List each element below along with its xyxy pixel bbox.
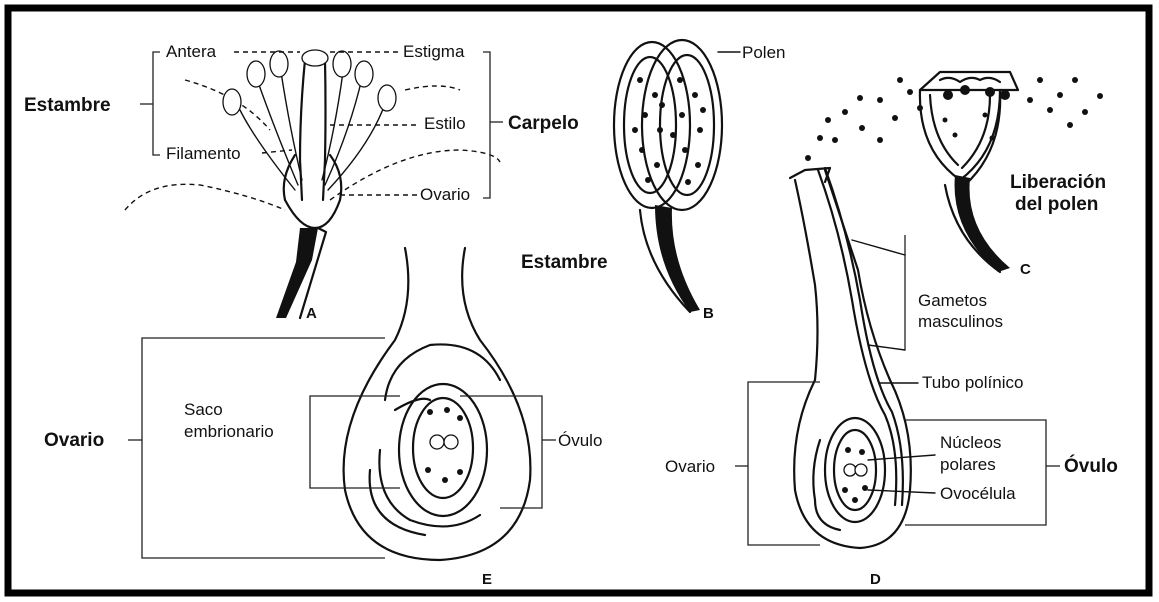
label-filamento: Filamento bbox=[166, 144, 241, 163]
embryo-sac-e bbox=[413, 398, 473, 498]
carpelo-bracket bbox=[483, 52, 490, 198]
anther-5 bbox=[355, 61, 373, 87]
panel-b-stamen: Polen Estambre B bbox=[521, 40, 785, 322]
stamen-filament bbox=[655, 205, 700, 312]
estambre-bracket bbox=[153, 52, 160, 155]
ovario-d-bracket bbox=[748, 382, 820, 545]
label-tubo-polinico: Tubo polínico bbox=[922, 373, 1023, 392]
label-ovulo-d: Óvulo bbox=[1064, 455, 1118, 477]
panel-a-flower: Antera Estigma Estambre Estilo Carpelo F… bbox=[24, 42, 579, 322]
label-gametos-1: Gametos bbox=[918, 291, 987, 310]
style-right bbox=[323, 60, 326, 200]
sepal-outline-left bbox=[125, 184, 285, 210]
anther-6 bbox=[378, 85, 396, 111]
anther-1 bbox=[223, 89, 241, 115]
label-estambre: Estambre bbox=[24, 95, 111, 116]
anther-3 bbox=[270, 51, 288, 77]
label-estambre-b: Estambre bbox=[521, 252, 608, 273]
label-antera: Antera bbox=[166, 42, 217, 61]
open-anther-outer bbox=[920, 90, 1000, 180]
panel-letter-c: C bbox=[1020, 261, 1031, 278]
label-estigma: Estigma bbox=[403, 42, 465, 61]
panel-letter-e: E bbox=[482, 571, 492, 588]
label-ovario-e: Ovario bbox=[44, 430, 104, 451]
pollen-sac-right bbox=[660, 55, 714, 195]
label-ovario-a: Ovario bbox=[420, 185, 470, 204]
filament-5 bbox=[325, 78, 362, 185]
ovario-e-bracket bbox=[142, 338, 385, 558]
label-liberacion-2: del polen bbox=[1015, 194, 1098, 215]
anther-4 bbox=[333, 51, 351, 77]
panel-letter-d: D bbox=[870, 571, 881, 588]
label-ovocelula: Ovocélula bbox=[940, 484, 1016, 503]
label-ovario-d: Ovario bbox=[665, 457, 715, 476]
filament-3 bbox=[281, 72, 302, 180]
stigma-shape bbox=[302, 50, 328, 66]
label-nucleos-1: Núcleos bbox=[940, 433, 1001, 452]
petal-outline-right bbox=[405, 86, 460, 90]
anther-2 bbox=[247, 61, 265, 87]
panel-e-ovary: Saco embrionario Ovario Óvulo E bbox=[44, 248, 602, 588]
label-carpelo: Carpelo bbox=[508, 113, 579, 134]
label-estilo: Estilo bbox=[424, 114, 466, 133]
anther-outer-right bbox=[642, 40, 722, 210]
label-saco-2: embrionario bbox=[184, 422, 274, 441]
style-left bbox=[300, 60, 305, 200]
panel-d-fertilization: Gametos masculinos Tubo polínico Núcleos… bbox=[665, 168, 1118, 588]
label-polen: Polen bbox=[742, 43, 785, 62]
label-ovulo-e: Óvulo bbox=[558, 431, 602, 450]
label-nucleos-2: polares bbox=[940, 455, 996, 474]
ovary-e-outline bbox=[344, 248, 531, 560]
panel-letter-a: A bbox=[306, 305, 317, 322]
label-liberacion-1: Liberación bbox=[1010, 172, 1106, 193]
label-saco-1: Saco bbox=[184, 400, 223, 419]
label-gametos-2: masculinos bbox=[918, 312, 1003, 331]
panel-letter-b: B bbox=[703, 305, 714, 322]
filament-1 bbox=[240, 110, 295, 190]
